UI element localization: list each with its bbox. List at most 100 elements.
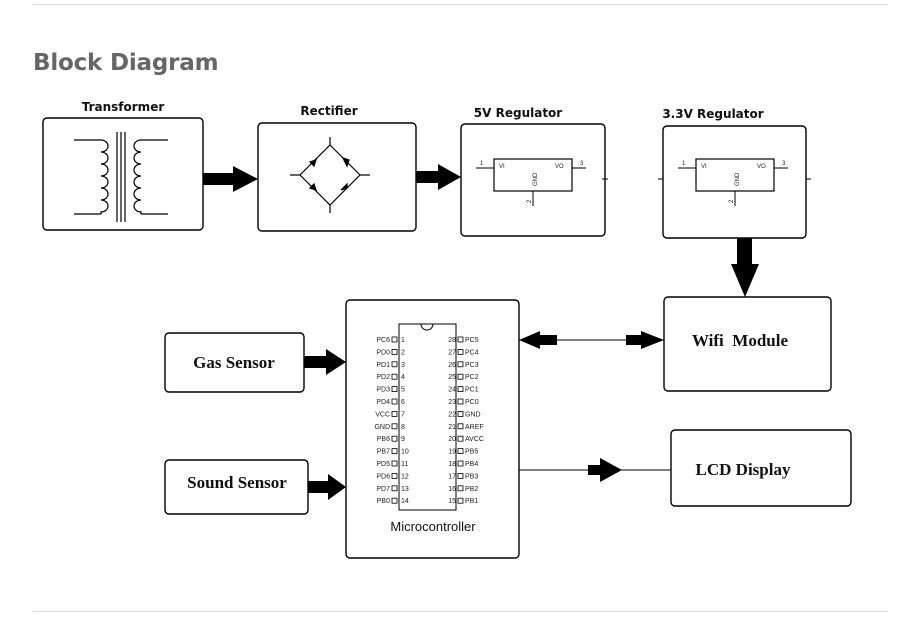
mcu-pin-number-left: 11 (401, 461, 408, 468)
transformer-label: Transformer (82, 100, 165, 114)
flow-arrows (203, 164, 759, 500)
reg33-vi: VI (701, 164, 707, 170)
mcu-pin-box-right (457, 373, 464, 380)
mcu-pin-number-left: 8 (401, 424, 405, 431)
arrow-gas-mcu (304, 349, 346, 375)
mcu-pin-name-left: PC6 (376, 337, 390, 344)
reg5-vi: VI (499, 164, 505, 170)
mcu-pin-name-right: AVCC (465, 436, 484, 443)
mcu-pin-box-left (391, 460, 398, 467)
regulator-3v3-block (658, 125, 811, 239)
mcu-pin-name-right: PC5 (465, 337, 479, 344)
arrow-mcu-lcd (588, 458, 622, 482)
arrow-mcu-to-wifi (626, 331, 664, 349)
mcu-pin-box-right (457, 348, 464, 355)
mcu-pin-name-left: PD5 (376, 461, 390, 468)
arrow-wifi-to-mcu (519, 331, 557, 349)
bottom-divider (33, 611, 888, 612)
reg5-pin2: 2 (527, 199, 533, 203)
mcu-pin-box-right (457, 410, 464, 417)
reg33-pin2: 2 (729, 199, 735, 203)
mcu-pin-number-left: 13 (401, 486, 409, 493)
wifi-module-box (663, 296, 832, 392)
mcu-pin-box-left (391, 398, 398, 405)
mcu-pin-box-right (457, 386, 464, 393)
mcu-pin-number-right: 15 (448, 498, 456, 505)
microcontroller-label: Microcontroller (390, 519, 476, 534)
mcu-pin-name-right: PC0 (465, 399, 479, 406)
mcu-pin-box-left (391, 485, 398, 492)
mcu-pin-name-right: PB3 (465, 473, 478, 480)
mcu-pin-box-left (391, 497, 398, 504)
mcu-pin-box-left (391, 348, 398, 355)
mcu-pin-number-right: 19 (448, 449, 456, 456)
mcu-pin-name-left: GND (374, 424, 390, 431)
mcu-pin-name-right: GND (465, 411, 481, 418)
mcu-pin-name-left: VCC (375, 411, 390, 418)
mcu-pin-name-right: PB2 (465, 486, 478, 493)
gas-sensor-label: Gas Sensor (193, 353, 275, 372)
mcu-pin-box-left (391, 448, 398, 455)
mcu-pin-number-right: 24 (448, 387, 456, 394)
wifi-module-label: Wifi Module (692, 331, 788, 350)
mcu-pin-number-left: 2 (401, 349, 405, 356)
mcu-pin-box-left (391, 435, 398, 442)
arrow-rectifier-regulator (416, 164, 461, 190)
arrow-transformer-rectifier (203, 166, 258, 192)
mcu-pin-name-right: PC4 (465, 349, 479, 356)
reg33-vo: VO (757, 164, 766, 170)
section-heading: Block Diagram (33, 50, 219, 76)
microcontroller-box (345, 299, 520, 559)
mcu-pin-number-right: 20 (448, 436, 456, 443)
mcu-pin-box-right (457, 448, 464, 455)
mcu-pin-number-left: 9 (401, 436, 405, 443)
mcu-pin-number-right: 23 (448, 399, 456, 406)
mcu-pin-number-right: 27 (448, 349, 456, 356)
mcu-pin-number-left: 14 (401, 498, 409, 505)
reg5-gnd: GND (533, 172, 539, 186)
mcu-pin-name-left: PB6 (377, 436, 390, 443)
mcu-pin-box-left (391, 386, 398, 393)
mcu-pin-number-right: 26 (448, 362, 456, 369)
regulator-5v-label: 5V Regulator (474, 106, 563, 120)
mcu-pin-number-right: 17 (448, 473, 456, 480)
lcd-display-label: LCD Display (696, 460, 791, 479)
mcu-pin-name-left: PB0 (377, 498, 390, 505)
mcu-pin-name-left: PD4 (376, 399, 390, 406)
mcu-pin-number-left: 7 (401, 411, 405, 418)
mcu-chip-outline (398, 323, 457, 511)
reg5-vo: VO (555, 164, 564, 170)
mcu-pin-box-right (457, 361, 464, 368)
mcu-pin-number-right: 21 (448, 424, 456, 431)
arrow-regulator-wifi (731, 238, 759, 297)
mcu-pin-number-right: 28 (448, 337, 456, 344)
mcu-pin-box-right (457, 472, 464, 479)
reg33-pin3: 3 (782, 161, 786, 167)
mcu-pin-name-left: PD0 (376, 349, 390, 356)
mcu-pin-box-left (391, 423, 398, 430)
reg33-pin1: 1 (682, 161, 686, 167)
transformer-block (42, 117, 204, 231)
mcu-pin-box-right (457, 398, 464, 405)
mcu-pin-name-left: PD3 (376, 387, 390, 394)
mcu-pin-name-right: PB1 (465, 498, 478, 505)
mcu-pin-box-right (457, 497, 464, 504)
rectifier-box (257, 122, 417, 232)
mcu-pin-box-left (391, 373, 398, 380)
mcu-pin-number-right: 25 (448, 374, 456, 381)
mcu-pin-box-right (457, 460, 464, 467)
mcu-pin-box-left (391, 336, 398, 343)
mcu-pin-box-left (391, 361, 398, 368)
mcu-pin-number-left: 12 (401, 473, 409, 480)
mcu-pin-name-left: PD2 (376, 374, 390, 381)
mcu-pin-number-left: 1 (401, 337, 405, 344)
mcu-pin-number-left: 5 (401, 387, 405, 394)
mcu-pin-box-right (457, 435, 464, 442)
transformer-symbol (74, 132, 168, 222)
reg5-pin1: 1 (480, 161, 484, 167)
transformer-box (42, 117, 204, 231)
mcu-pin-number-left: 4 (401, 374, 405, 381)
mcu-pin-number-left: 6 (401, 399, 405, 406)
mcu-pin-number-left: 10 (401, 449, 409, 456)
